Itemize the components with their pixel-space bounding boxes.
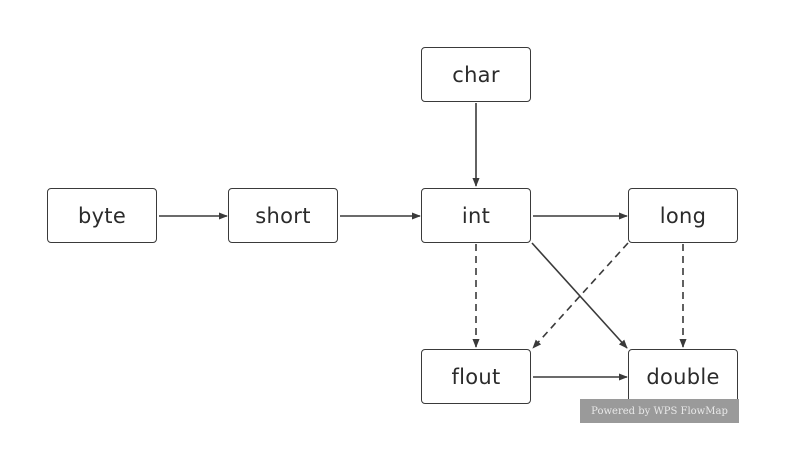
node-flout: flout [421,349,531,404]
node-char: char [421,47,531,102]
node-int: int [421,188,531,243]
arrow-int-double [531,242,628,349]
node-long: long [628,188,738,243]
watermark-label: Powered by WPS FlowMap [580,399,739,423]
node-double: double [628,349,738,404]
node-byte: byte [47,188,157,243]
node-short: short [228,188,338,243]
